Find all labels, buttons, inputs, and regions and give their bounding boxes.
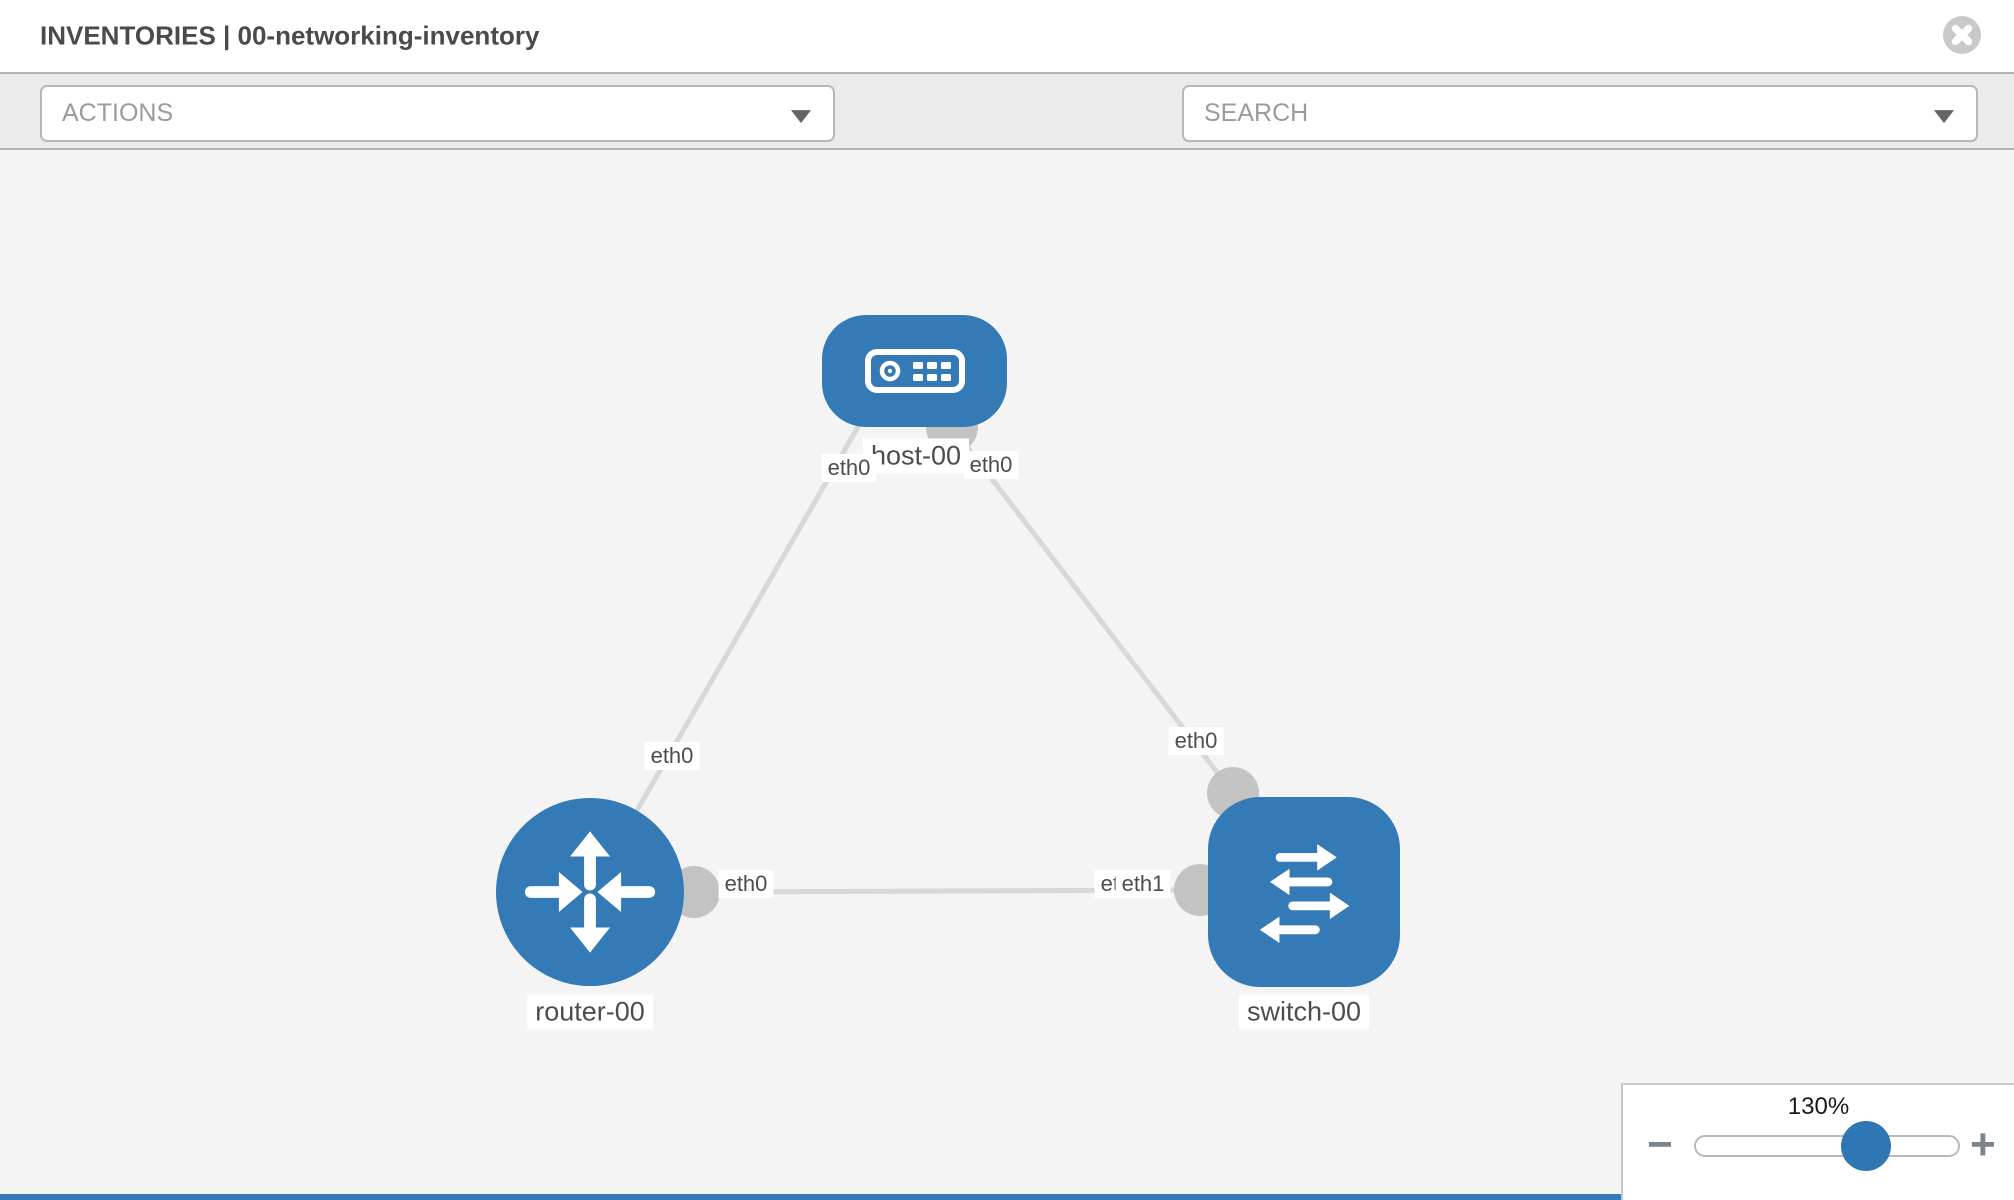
interface-label: eth0 — [718, 870, 774, 898]
chevron-down-icon — [1934, 109, 1954, 123]
zoom-slider[interactable] — [1694, 1135, 1960, 1157]
header: INVENTORIES | 00-networking-inventory — [0, 0, 2014, 72]
actions-dropdown[interactable]: ACTIONS — [40, 85, 835, 142]
footer-accent-strip — [0, 1194, 1621, 1200]
switch-icon — [1259, 844, 1350, 944]
router-icon — [524, 831, 656, 953]
node-host-00[interactable] — [822, 315, 1007, 427]
interface-label: eth1 — [1115, 870, 1171, 898]
node-switch-00[interactable] — [1208, 797, 1400, 987]
zoom-level-value: 130% — [1787, 1093, 1850, 1120]
close-icon — [1951, 24, 1973, 46]
close-button[interactable] — [1943, 16, 1981, 54]
node-label-switch: switch-00 — [1238, 994, 1370, 1030]
chevron-down-icon — [791, 109, 811, 123]
search-dropdown-label: SEARCH — [1204, 99, 1309, 127]
topology-canvas[interactable]: host-00 router-00 switch-00 eth0 eth0 et… — [0, 150, 2014, 1200]
host-icon — [864, 349, 965, 393]
page-title: INVENTORIES | 00-networking-inventory — [40, 20, 540, 51]
toolbar: ACTIONS SEARCH — [0, 72, 2014, 209]
interface-label: eth0 — [963, 451, 1019, 479]
zoom-out-icon[interactable]: − — [1647, 1120, 1673, 1169]
search-dropdown[interactable]: SEARCH — [1182, 85, 1978, 142]
zoom-in-icon[interactable]: + — [1970, 1120, 1996, 1169]
zoom-slider-thumb[interactable] — [1841, 1121, 1891, 1171]
node-router-00[interactable] — [496, 798, 684, 986]
interface-label: eth0 — [821, 454, 877, 482]
node-label-host: host-00 — [862, 438, 970, 474]
node-label-router: router-00 — [527, 994, 653, 1030]
zoom-panel: 130% − + — [1621, 1083, 2014, 1200]
interface-label: eth0 — [644, 742, 700, 770]
interface-label: eth0 — [1168, 727, 1224, 755]
actions-dropdown-label: ACTIONS — [62, 99, 174, 127]
